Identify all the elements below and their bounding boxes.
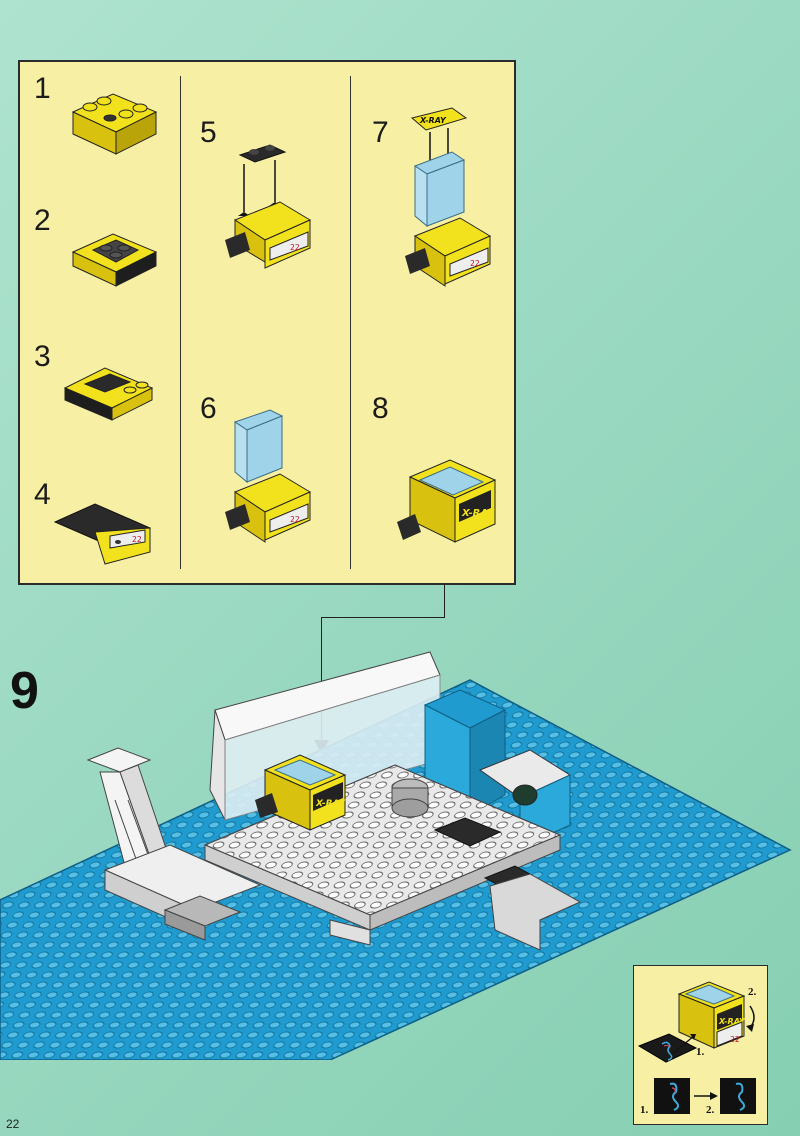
main-step-number: 9 [10, 662, 39, 720]
sub-assembly-panel: 1 2 3 4 5 6 7 8 22 [18, 60, 516, 585]
svg-text:22: 22 [290, 515, 300, 524]
page-number: 22 [6, 1117, 20, 1131]
step-2-illustration [71, 233, 158, 287]
step-7-illustration: X-RAY 22 [405, 107, 492, 287]
step-1-illustration [71, 93, 158, 155]
inset-label-2-top: 2. [748, 986, 757, 998]
connector-line-vertical [444, 585, 445, 618]
svg-text:22: 22 [470, 259, 480, 268]
column-divider-1 [180, 76, 181, 569]
step-8-illustration: X-RAY [397, 459, 497, 543]
step-number-7: 7 [372, 116, 389, 149]
xray-label-8: X-RAY [461, 508, 496, 519]
connector-line-horizontal [321, 617, 445, 618]
inset-label-1-mid: 1. [696, 1046, 705, 1058]
xray-tile-label-7: X-RAY [419, 116, 447, 125]
detail-inset: X-RAY 22 2. 1. 1. 2. [633, 965, 768, 1125]
inset-label-1-bottom: 1. [640, 1104, 649, 1116]
step-number-6: 6 [200, 392, 217, 425]
step-number-1: 1 [34, 72, 51, 105]
step-5-illustration: 22 [225, 144, 312, 269]
svg-text:22: 22 [132, 535, 142, 544]
step-number-2: 2 [34, 204, 51, 237]
xray-label-main: X-RAY [315, 799, 346, 809]
step-3-illustration [63, 367, 154, 421]
step-number-4: 4 [34, 478, 51, 511]
inset-label-2-bottom: 2. [706, 1104, 715, 1116]
step-number-8: 8 [372, 392, 389, 425]
inset-illustration: X-RAY 22 [637, 981, 756, 1114]
step-number-3: 3 [34, 340, 51, 373]
main-model-illustration: X-RAY [0, 651, 792, 1060]
xray-label-inset: X-RAY [718, 1017, 746, 1026]
step-4-illustration: 22 [53, 503, 152, 565]
step-6-illustration: 22 [225, 409, 312, 543]
step-number-5: 5 [200, 116, 217, 149]
column-divider-2 [350, 76, 351, 569]
display-digits-inset: 22 [730, 1035, 740, 1044]
svg-text:22: 22 [290, 243, 300, 252]
